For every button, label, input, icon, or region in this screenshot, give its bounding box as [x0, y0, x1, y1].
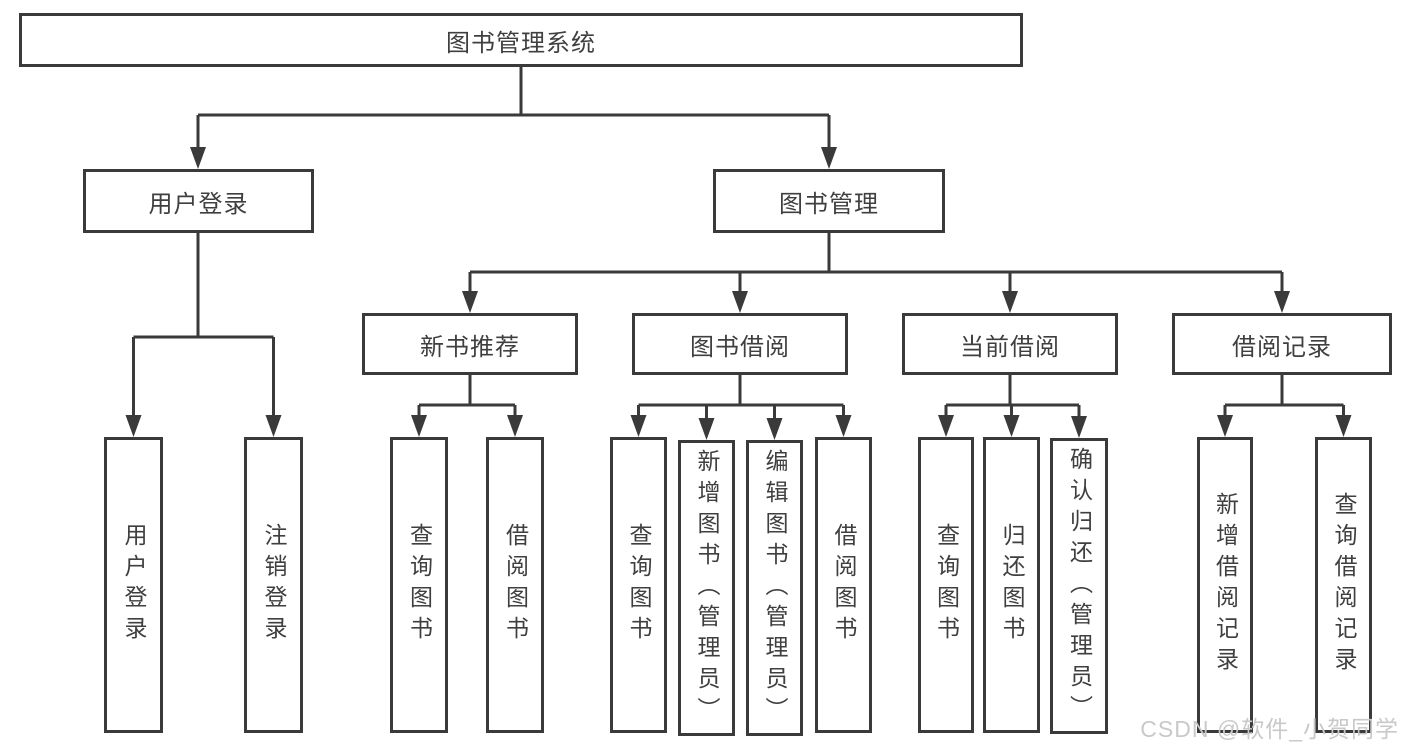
leaf-logout: 注销登录 [244, 437, 303, 733]
leaf-user-login: 用户登录 [104, 437, 163, 733]
node-borrow-records: 借阅记录 [1172, 313, 1392, 375]
leaf-query-book-recommend: 查询图书 [390, 437, 448, 733]
leaf-add-borrow-record: 新增借阅记录 [1197, 437, 1253, 733]
leaf-add-book-admin: 新增图书（管理员） [678, 440, 735, 736]
node-current-borrow: 当前借阅 [902, 313, 1118, 375]
csdn-watermark: CSDN @软件_小贺同学 [1140, 716, 1399, 742]
node-library-management-system: 图书管理系统 [19, 13, 1023, 67]
leaf-borrow-book-recommend: 借阅图书 [486, 437, 544, 733]
node-book-borrow: 图书借阅 [632, 313, 848, 375]
leaf-borrow-book: 借阅图书 [815, 437, 872, 733]
node-user-login-branch: 用户登录 [83, 169, 314, 233]
leaf-query-borrow-record: 查询借阅记录 [1315, 437, 1372, 733]
leaf-query-book-current: 查询图书 [918, 437, 974, 733]
leaf-return-book: 归还图书 [983, 437, 1040, 733]
leaf-confirm-return-admin: 确认归还（管理员） [1050, 438, 1108, 734]
node-new-book-recommend: 新书推荐 [362, 313, 578, 375]
leaf-edit-book-admin: 编辑图书（管理员） [746, 440, 803, 736]
node-book-management-branch: 图书管理 [713, 169, 945, 233]
arrowheads [125, 147, 1352, 440]
leaf-query-book-borrow: 查询图书 [610, 437, 667, 733]
